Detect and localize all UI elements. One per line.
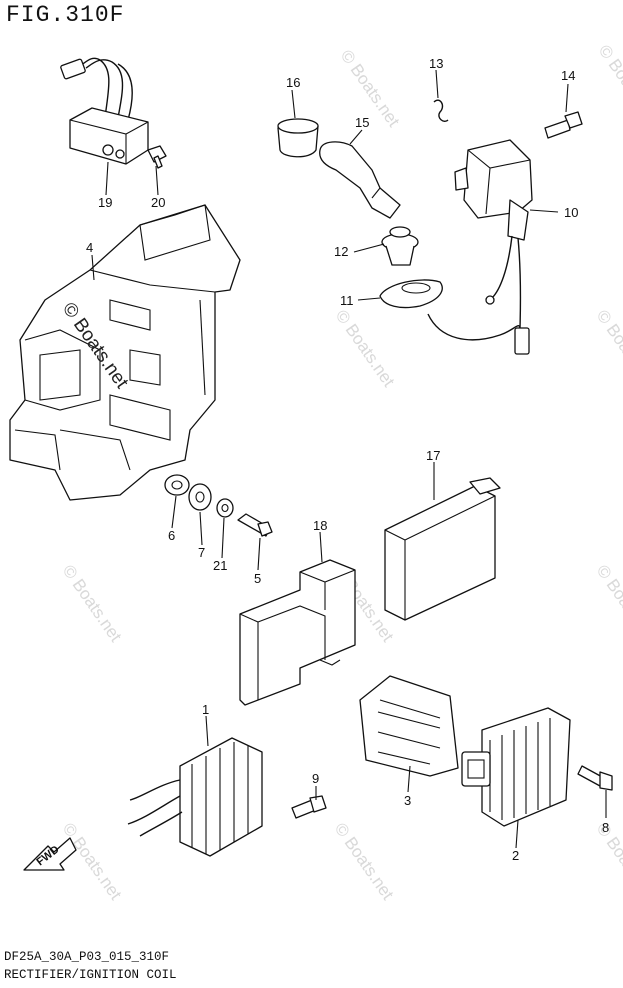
callout-21: 21 <box>213 558 227 573</box>
part-7-collar <box>188 483 212 511</box>
part-16-cap <box>277 118 319 158</box>
callout-11: 11 <box>340 293 354 308</box>
part-10-ignition-coil <box>427 139 533 355</box>
callout-10: 10 <box>564 205 578 220</box>
watermark: © Boats.net <box>337 46 404 130</box>
watermark: © Boats.net <box>332 306 399 390</box>
part-15-plug-cap <box>319 141 401 219</box>
part-12-spark-plug-cap <box>381 226 419 266</box>
figure-caption: RECTIFIER/IGNITION COIL <box>4 968 177 982</box>
part-5-bolt <box>237 513 273 537</box>
part-6-grommet <box>164 474 190 496</box>
part-20-bolt <box>147 145 167 169</box>
part-8-bolt <box>577 765 613 791</box>
callout-16: 16 <box>286 75 300 90</box>
callout-17: 17 <box>426 448 440 463</box>
watermark: © Boats.net <box>331 819 398 903</box>
figure-code: DF25A_30A_P03_015_310F <box>4 950 170 964</box>
callout-2: 2 <box>512 848 519 863</box>
callout-18: 18 <box>313 518 327 533</box>
part-21-washer <box>216 498 234 518</box>
callout-6: 6 <box>168 528 175 543</box>
part-13-clip <box>433 99 449 122</box>
callout-7: 7 <box>198 545 205 560</box>
watermark: © Boats.net <box>59 561 126 645</box>
callout-1: 1 <box>202 702 209 717</box>
callout-15: 15 <box>355 115 369 130</box>
part-14-bolt <box>544 111 583 139</box>
part-1-rectifier <box>127 737 263 857</box>
part-11-grommet <box>379 279 443 309</box>
callout-4: 4 <box>86 240 93 255</box>
callout-9: 9 <box>312 771 319 786</box>
part-2-regulator <box>461 707 571 827</box>
callout-12: 12 <box>334 244 348 259</box>
callout-5: 5 <box>254 571 261 586</box>
part-18-cover <box>239 559 356 706</box>
watermark: © Boats.net <box>593 306 623 390</box>
callout-3: 3 <box>404 793 411 808</box>
part-9-bolt <box>291 795 327 819</box>
callout-19: 19 <box>98 195 112 210</box>
figure-title: FIG.310F <box>6 2 125 28</box>
callout-numbers: 16 15 13 14 10 12 11 4 19 20 6 7 21 5 17… <box>86 56 609 863</box>
callout-20: 20 <box>151 195 165 210</box>
callout-8: 8 <box>602 820 609 835</box>
watermark: © Boats.net <box>595 41 623 125</box>
fwd-arrow: FWD <box>23 837 77 871</box>
callout-13: 13 <box>429 56 443 71</box>
watermark: © Boats.net <box>59 819 126 903</box>
callout-14: 14 <box>561 68 575 83</box>
watermark: © Boats.net <box>593 561 623 645</box>
part-3-spacer <box>359 675 459 777</box>
leader-lines <box>91 69 607 849</box>
part-19-relay <box>60 57 149 165</box>
part-17-cdi-unit <box>384 477 501 621</box>
part-4-bracket <box>9 204 241 501</box>
